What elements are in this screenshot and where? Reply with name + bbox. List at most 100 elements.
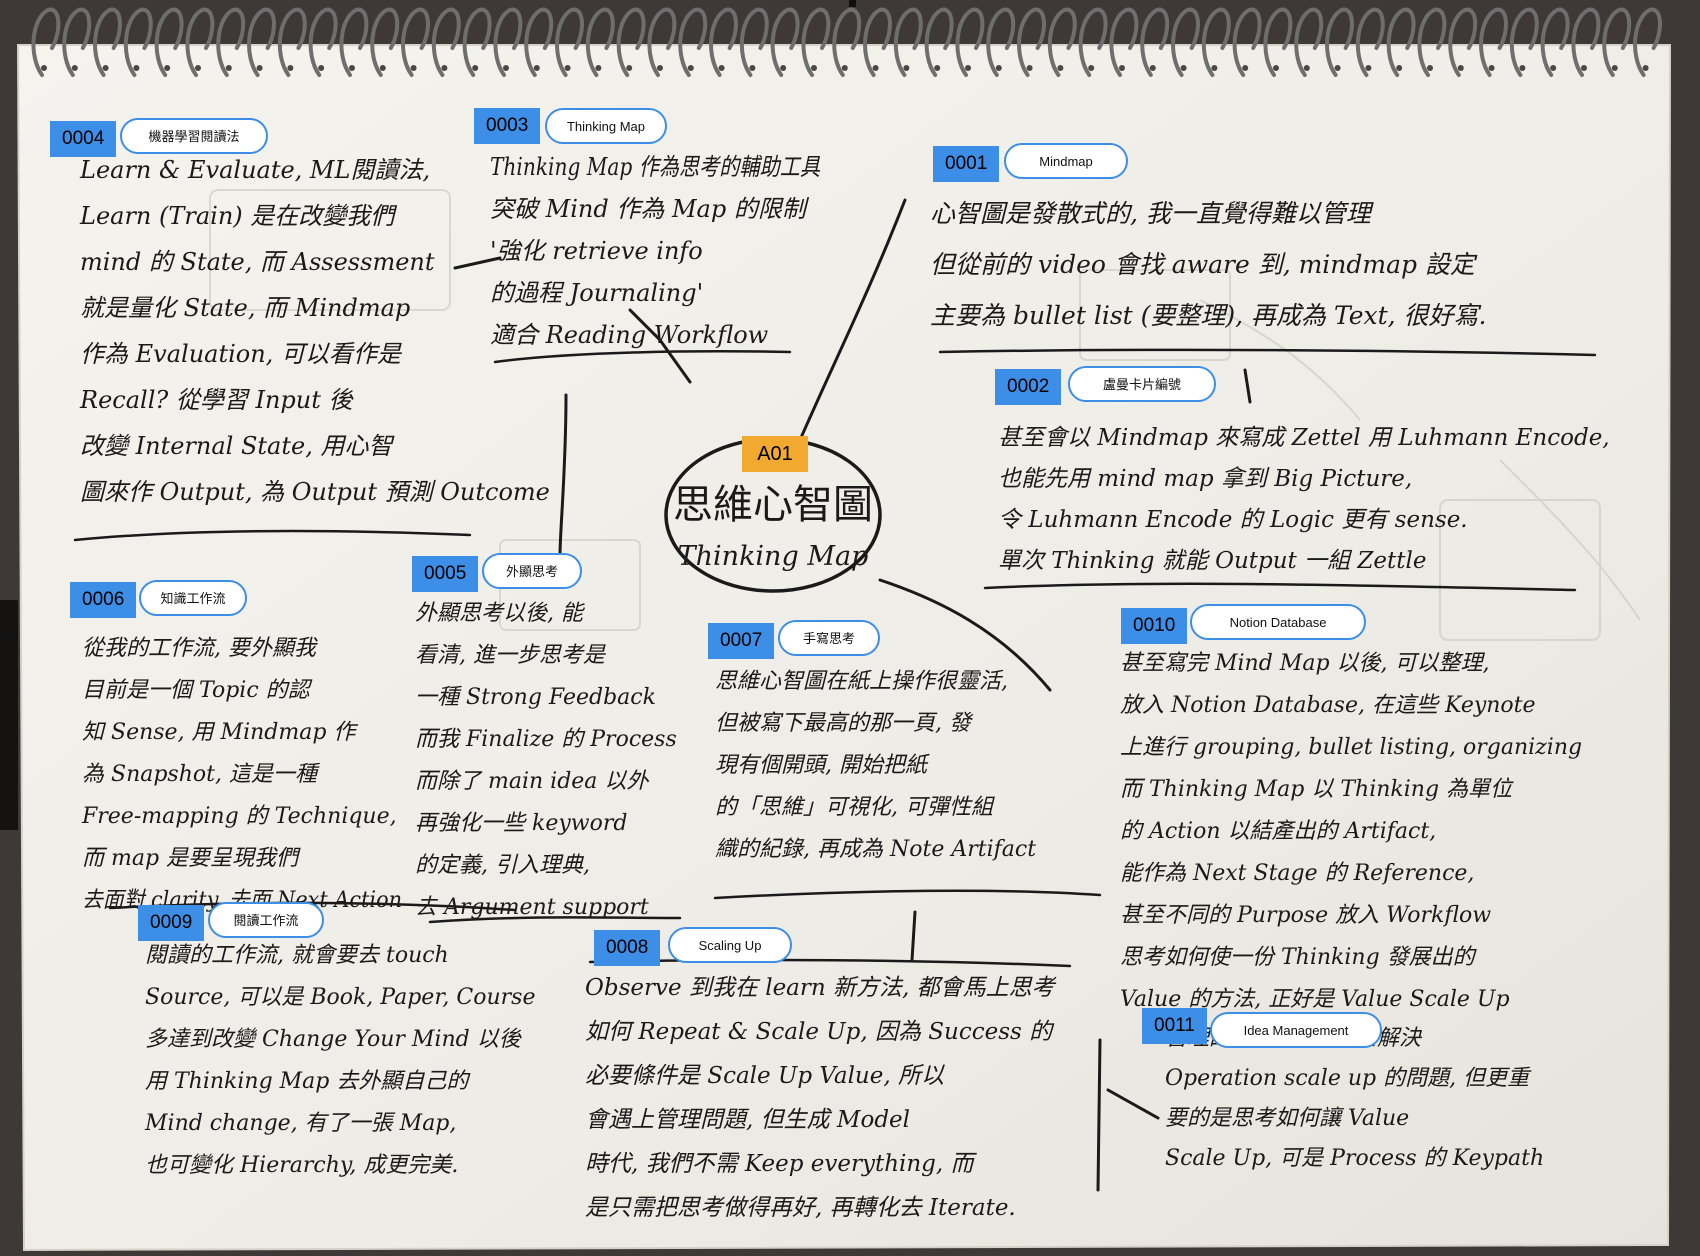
handwritten-line: 放入 Notion Database, 在這些 Keynote: [1120, 693, 1536, 718]
node-code-tag[interactable]: 0008: [594, 930, 661, 966]
spiral-ring: [1386, 7, 1416, 77]
node-label-pill[interactable]: Scaling Up: [668, 927, 792, 963]
binding-hole: [1149, 65, 1156, 71]
spiral-ring: [1232, 7, 1262, 77]
handwritten-line: 必要條件是 Scale Up Value, 所以: [585, 1063, 945, 1089]
handwritten-line: 改變 Internal State, 用心智: [80, 432, 395, 460]
node-label-pill[interactable]: 盧曼卡片編號: [1068, 366, 1216, 402]
node-code-tag[interactable]: 0007: [708, 623, 775, 659]
binding-hole: [1396, 65, 1403, 71]
handwritten-line: 一種 Strong Feedback: [415, 685, 656, 710]
handwritten-line: 用 Thinking Map 去外顯自己的: [145, 1069, 471, 1094]
handwritten-line: 甚至寫完 Mind Map 以後, 可以整理,: [1120, 651, 1490, 676]
binding-hole: [410, 65, 417, 71]
binding-hole: [872, 65, 879, 71]
handwritten-line: 的定義, 引入理典,: [415, 853, 590, 878]
node-label-pill[interactable]: 手寫思考: [778, 620, 880, 656]
binding-hole: [1088, 65, 1095, 71]
spiral-ring: [678, 7, 708, 77]
node-label-pill[interactable]: 閱讀工作流: [208, 902, 324, 938]
handwritten-line: 思維心智圖在紙上操作很靈活,: [715, 669, 1008, 694]
binding-hole: [1427, 65, 1433, 71]
node-code-tag[interactable]: 0004: [50, 121, 117, 157]
spiral-ring: [308, 7, 338, 77]
handwritten-line: Mind change, 有了一張 Map,: [144, 1111, 456, 1136]
spiral-ring: [431, 7, 461, 77]
binding-hole: [1642, 65, 1649, 71]
node-label-pill[interactable]: Thinking Map: [545, 108, 667, 144]
underlines: [73, 348, 1597, 968]
binding-hole: [903, 65, 910, 71]
node-code-tag[interactable]: 0005: [412, 556, 479, 592]
spiral-ring: [924, 7, 954, 77]
binding-hole: [1273, 65, 1279, 71]
handwritten-line: 閱讀的工作流, 就會要去 touch: [145, 943, 449, 968]
node-label-pill[interactable]: Notion Database: [1190, 604, 1366, 640]
handwritten-line: 單次 Thinking 就能 Output 一組 Zettle: [998, 548, 1426, 574]
handwritten-line: mind 的 State, 而 Assessment: [80, 248, 435, 276]
handwritten-line: 外顯思考以後, 能: [415, 601, 586, 626]
connector-0004-to-0003: [453, 256, 502, 270]
handwritten-line: 能作為 Next Stage 的 Reference,: [1120, 861, 1474, 886]
spiral-ring: [1325, 7, 1354, 77]
binding-hole: [749, 65, 756, 71]
binding-hole: [1303, 65, 1310, 71]
binding-hole: [256, 65, 263, 71]
node-code-tag[interactable]: 0006: [70, 582, 137, 618]
node-label-pill[interactable]: 機器學習閱讀法: [120, 118, 268, 154]
corner-dot-left: [0, 634, 7, 641]
handwritten-line: 的 Action 以結產出的 Artifact,: [1120, 819, 1436, 844]
binding-hole: [349, 65, 355, 71]
handwritten-line: 多達到改變 Change Your Mind 以後: [145, 1027, 523, 1052]
spiral-ring: [247, 7, 276, 77]
spiral-ring: [524, 7, 554, 77]
handwritten-line: 而除了 main idea 以外: [415, 769, 649, 794]
binding-hole: [811, 65, 817, 71]
spiral-ring: [709, 7, 738, 77]
handwritten-line: 會遇上管理問題, 但生成 Model: [585, 1107, 910, 1133]
handwritten-line: 甚至會以 Mindmap 來寫成 Zettel 用 Luhmann Encode…: [998, 425, 1610, 451]
node-label-pill[interactable]: Idea Management: [1210, 1012, 1382, 1048]
handwritten-line: 令 Luhmann Encode 的 Logic 更有 sense.: [998, 507, 1468, 533]
binding-hole: [1180, 65, 1187, 71]
binding-hole: [1550, 65, 1557, 71]
handwritten-line: 也能先用 mind map 拿到 Big Picture,: [998, 466, 1412, 492]
binding-hole: [1242, 65, 1249, 71]
binding-hole: [1611, 65, 1618, 71]
spiral-binding: [31, 7, 1662, 77]
handwritten-line: Thinking Map 作為思考的輔助工具: [490, 153, 821, 181]
spiral-ring: [893, 7, 923, 77]
spiral-ring: [1633, 7, 1662, 77]
binding-hole: [472, 65, 479, 71]
handwritten-line: Operation scale up 的問題, 但更重: [1165, 1066, 1532, 1091]
node-code-tag[interactable]: 0011: [1142, 1008, 1207, 1044]
node-code-tag[interactable]: 0009: [138, 905, 205, 941]
binding-hole: [1057, 65, 1064, 71]
node-label-pill[interactable]: Mindmap: [1004, 143, 1128, 179]
center-code-tag[interactable]: A01: [742, 436, 808, 472]
node-code-tag[interactable]: 0002: [995, 369, 1062, 405]
handwritten-line: 也可變化 Hierarchy, 成更完美.: [145, 1153, 458, 1178]
node-label-pill[interactable]: 知識工作流: [139, 580, 247, 616]
binding-hole: [595, 65, 602, 71]
handwritten-line: 再強化一些 keyword: [415, 811, 627, 836]
binding-hole: [934, 65, 941, 71]
handwritten-line: 要的是思考如何讓 Value: [1165, 1106, 1409, 1131]
node-code-tag[interactable]: 0010: [1121, 608, 1188, 644]
handwritten-line: Value 的方法, 正好是 Value Scale Up: [1120, 987, 1510, 1012]
binding-hole: [564, 65, 571, 71]
spiral-ring: [585, 7, 615, 77]
node-label-pill[interactable]: 外顯思考: [482, 553, 582, 589]
handwritten-line: Learn & Evaluate, ML閱讀法,: [79, 156, 430, 184]
node-code-tag[interactable]: 0001: [933, 146, 1000, 182]
spiral-ring: [185, 7, 215, 77]
node-code-tag[interactable]: 0003: [474, 108, 541, 144]
binding-hole: [780, 65, 787, 71]
handwritten-line: 去 Argument support: [415, 895, 649, 920]
handwritten-line: 知 Sense, 用 Mindmap 作: [82, 720, 358, 745]
binding-hole: [1365, 65, 1372, 71]
binding-hole: [687, 65, 694, 71]
binding-hole: [1581, 65, 1587, 71]
handwritten-line: 心智圖是發散式的, 我一直覺得難以管理: [930, 199, 1374, 228]
handwritten-line: Learn (Train) 是在改變我們: [79, 202, 397, 230]
